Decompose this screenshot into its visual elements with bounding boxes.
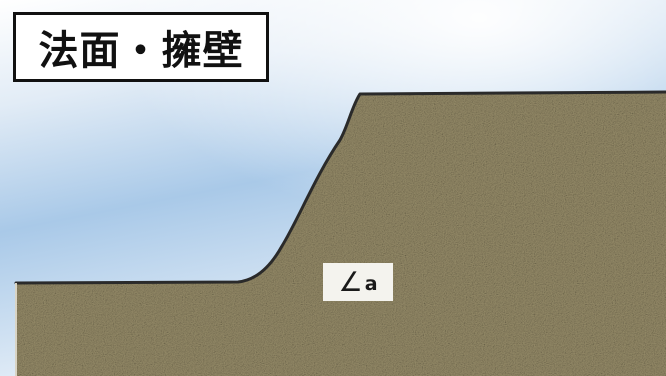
slope-outline [14, 90, 666, 285]
angle-letter: a [364, 272, 378, 295]
slope-angle-label: ∠ a [323, 263, 393, 301]
title-box: 法面・擁壁 [13, 12, 269, 82]
page-title: 法面・擁壁 [38, 28, 244, 74]
angle-icon: ∠ [338, 266, 363, 298]
